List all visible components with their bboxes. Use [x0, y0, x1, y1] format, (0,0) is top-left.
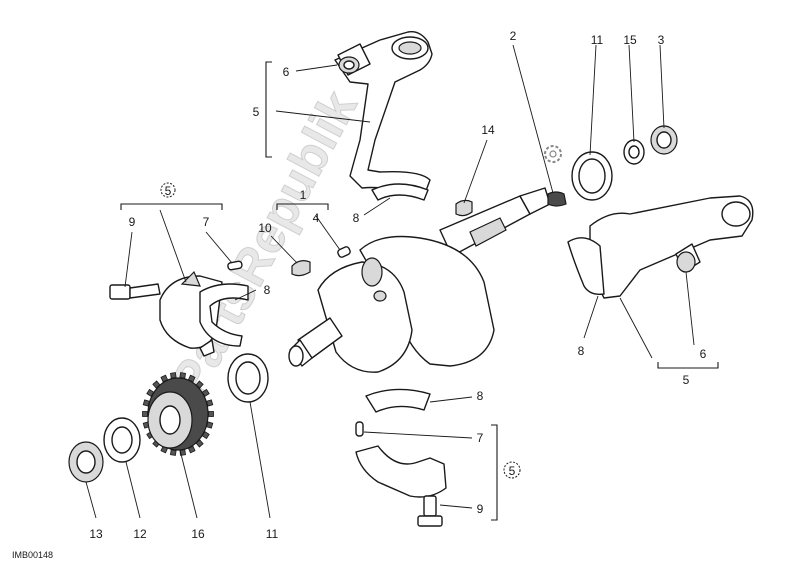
gear-tooth — [170, 372, 177, 379]
badge-label-left: 5 — [165, 184, 172, 198]
small-end-bushing-right[interactable] — [675, 243, 701, 273]
callout-9-bottom: 9 — [477, 502, 484, 516]
shim-15[interactable] — [623, 139, 645, 165]
gear-badge-left: 5 — [160, 182, 176, 198]
small-end-bushing-upper[interactable] — [337, 43, 371, 76]
callout-6-right: 6 — [700, 347, 707, 361]
gear-tooth — [179, 372, 186, 379]
leader-lines — [85, 44, 695, 519]
callout-4: 4 — [313, 211, 320, 225]
callout-6-top: 6 — [283, 65, 290, 79]
gear-tooth — [208, 411, 214, 417]
watermark: PartsRepublik — [160, 82, 367, 405]
drawing-code: IMB00148 — [12, 550, 53, 560]
callout-12: 12 — [133, 527, 147, 541]
main-bearing-cap-left[interactable] — [159, 270, 223, 357]
main-bearing-cap-bottom[interactable] — [355, 445, 447, 498]
callout-8-right: 8 — [578, 344, 585, 358]
crankshaft[interactable] — [288, 187, 551, 373]
callout-14: 14 — [481, 123, 495, 137]
bearing-shell-right[interactable] — [567, 237, 605, 296]
gear-teeth — [142, 372, 214, 456]
dowel-pin-7-left[interactable] — [227, 260, 243, 271]
bearing-shell-bottom[interactable] — [365, 388, 431, 413]
gear-badge-bottom: 5 — [503, 461, 521, 479]
callout-5-top: 5 — [253, 105, 260, 119]
callout-11-top: 11 — [591, 33, 604, 47]
callout-15: 15 — [623, 33, 637, 47]
dowel-pin-7-bottom[interactable] — [355, 421, 364, 437]
callout-8-left: 8 — [264, 283, 271, 297]
callout-5-right: 5 — [683, 373, 690, 387]
callout-7-bottom: 7 — [477, 431, 484, 445]
ring-nut-3[interactable] — [650, 125, 678, 155]
bolt-9-bottom[interactable] — [417, 495, 443, 527]
gear-tooth — [142, 411, 148, 417]
callout-2: 2 — [510, 29, 517, 43]
spacer-12[interactable] — [103, 417, 141, 463]
callout-10: 10 — [258, 221, 272, 235]
callout-16: 16 — [191, 527, 205, 541]
bearing-shell-left[interactable] — [199, 283, 249, 347]
callout-8-bottom: 8 — [477, 389, 484, 403]
bolt-9-left[interactable] — [109, 283, 161, 300]
connecting-rod-right[interactable] — [589, 195, 754, 299]
plug-10[interactable] — [291, 260, 311, 277]
thrust-washer-11-top[interactable] — [571, 151, 613, 201]
callout-3: 3 — [658, 33, 665, 47]
timing-gear-16[interactable] — [147, 377, 209, 451]
gear-tooth — [170, 449, 177, 456]
group-brackets — [120, 61, 719, 521]
badge-label-bottom: 5 — [509, 464, 516, 478]
callout-7-left: 7 — [203, 215, 210, 229]
plug-2[interactable] — [547, 191, 567, 207]
bearing-shell-upper[interactable] — [371, 183, 429, 201]
callout-9-left: 9 — [129, 215, 136, 229]
callout-8-top: 8 — [353, 211, 360, 225]
ring-nut-13[interactable] — [68, 441, 104, 483]
callout-1: 1 — [300, 188, 307, 202]
plug-4[interactable] — [337, 246, 351, 258]
callout-11-bottom: 11 — [266, 527, 279, 541]
callout-13: 13 — [89, 527, 103, 541]
thrust-washer-11-bottom[interactable] — [227, 353, 269, 403]
plug-14[interactable] — [455, 199, 473, 217]
gear-icon — [544, 145, 562, 163]
